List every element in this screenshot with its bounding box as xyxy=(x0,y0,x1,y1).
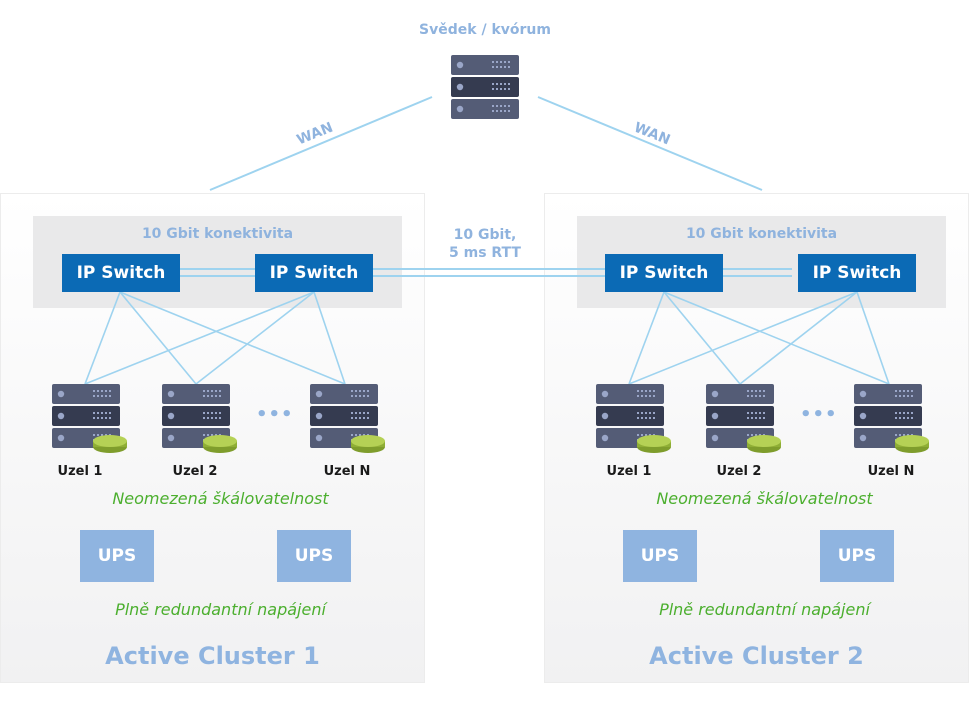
cluster-2-node-1-server-icon xyxy=(596,384,671,453)
cluster-1-ups-2: UPS xyxy=(277,530,351,582)
cluster-2-ups-1: UPS xyxy=(623,530,697,582)
cluster-1-node-n-server-icon xyxy=(310,384,385,453)
cluster-2-switch-2: IP Switch xyxy=(798,254,916,292)
link-label-line-1: 10 Gbit, xyxy=(453,227,517,243)
cluster-1-node-n-label: Uzel N xyxy=(323,464,371,479)
wan-line-right xyxy=(537,96,763,191)
cluster-2-connectivity-label: 10 Gbit konektivita xyxy=(685,226,838,242)
cluster-1-scalability-text: Neomezená škálovatelnost xyxy=(112,489,329,508)
cluster-1-node-1-server-icon xyxy=(52,384,127,453)
cluster-2-node-2-label: Uzel 2 xyxy=(716,464,762,479)
link-label: 10 Gbit, 5 ms RTT xyxy=(425,226,545,262)
cluster-2-ups-2: UPS xyxy=(820,530,894,582)
cluster-1-switch-2: IP Switch xyxy=(255,254,373,292)
cluster-2-scalability-text: Neomezená škálovatelnost xyxy=(656,489,873,508)
cluster-2-mesh-lines xyxy=(628,291,890,385)
cluster-1-power-text: Plně redundantní napájení xyxy=(115,600,326,619)
cluster-2-node-n-label: Uzel N xyxy=(867,464,915,479)
cluster-1-connectivity-label: 10 Gbit konektivita xyxy=(141,226,294,242)
cluster-1-switch-1: IP Switch xyxy=(62,254,180,292)
witness-label: Svědek / kvórum xyxy=(419,22,551,38)
cluster-2-node-2-server-icon xyxy=(706,384,781,453)
cluster-2-node-n-server-icon xyxy=(854,384,929,453)
witness-server-icon xyxy=(451,55,519,119)
cluster-1-title: Active Cluster 1 xyxy=(105,642,320,670)
wan-line-left xyxy=(209,96,433,191)
cluster-1-node-1-label: Uzel 1 xyxy=(57,464,103,479)
cluster-2-node-1-label: Uzel 1 xyxy=(606,464,652,479)
cluster-2-title: Active Cluster 2 xyxy=(649,642,864,670)
link-label-line-2: 5 ms RTT xyxy=(449,245,521,261)
cluster-2-more-nodes-ellipsis: ••• xyxy=(800,404,838,425)
cluster-1-node-2-server-icon xyxy=(162,384,237,453)
cluster-2-power-text: Plně redundantní napájení xyxy=(659,600,870,619)
cluster-1-node-2-label: Uzel 2 xyxy=(172,464,218,479)
cluster-1-more-nodes-ellipsis: ••• xyxy=(256,404,294,425)
cluster-1-mesh-lines xyxy=(84,291,346,385)
cluster-2-switch-1: IP Switch xyxy=(605,254,723,292)
cluster-1-ups-1: UPS xyxy=(80,530,154,582)
